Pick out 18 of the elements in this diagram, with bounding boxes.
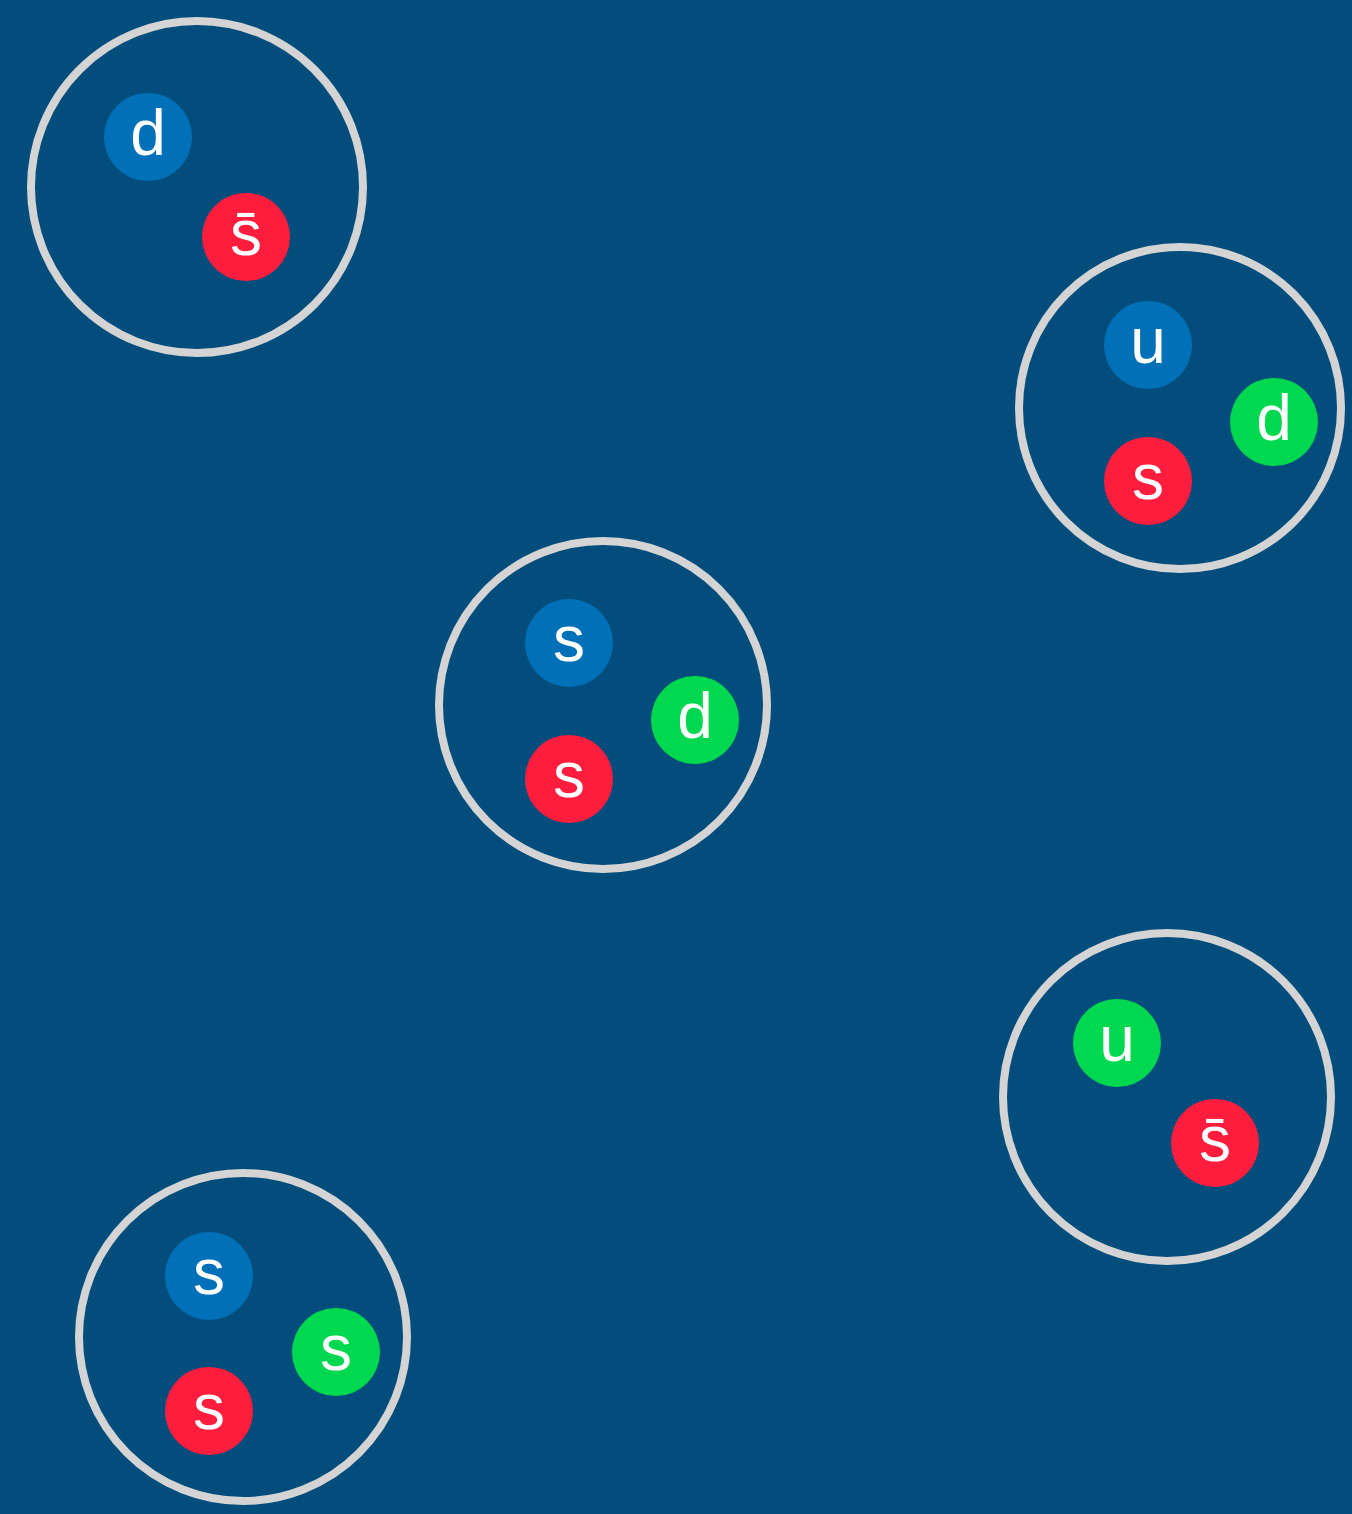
quark-circle: s̄: [202, 193, 290, 281]
quark-circle: d: [651, 676, 739, 764]
hadron-circle: [999, 929, 1335, 1265]
quark-circle: s: [292, 1308, 380, 1396]
hadron-circle: [1015, 243, 1345, 573]
hadron-circle: [75, 1169, 411, 1505]
quark-circle: s: [525, 599, 613, 687]
hadron-circle: [27, 17, 367, 357]
hadron-circle: [435, 537, 771, 873]
quark-circle: s: [525, 735, 613, 823]
quark-circle: u: [1104, 301, 1192, 389]
quark-circle: d: [104, 93, 192, 181]
quark-circle: s: [165, 1367, 253, 1455]
quark-circle: u: [1073, 999, 1161, 1087]
quark-circle: s: [165, 1232, 253, 1320]
quark-circle: d: [1230, 378, 1318, 466]
quark-circle: s̄: [1171, 1099, 1259, 1187]
quark-circle: s: [1104, 437, 1192, 525]
